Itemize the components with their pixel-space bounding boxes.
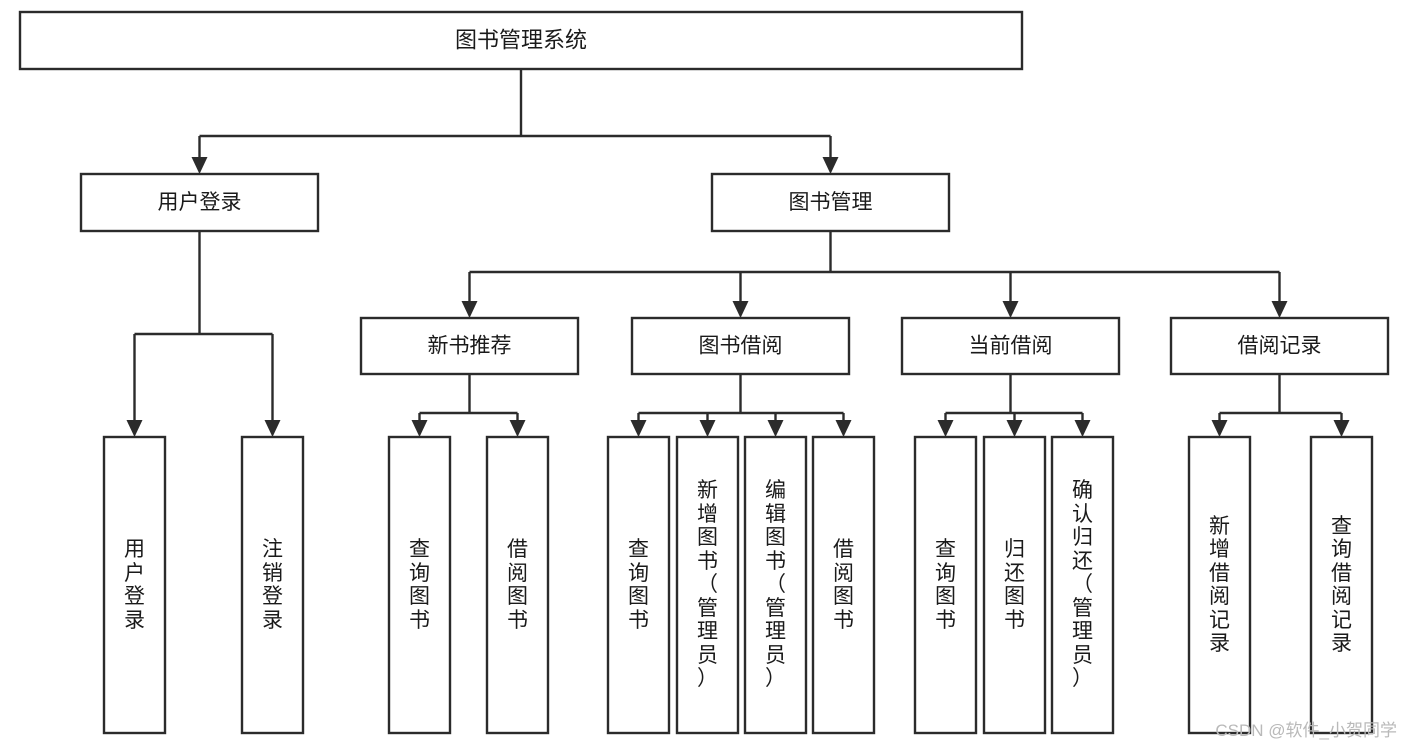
node-box-leaf-query-record[interactable] — [1309, 435, 1374, 735]
node-box-leaf-user-logout[interactable] — [240, 435, 305, 735]
node-box-leaf-query-book-1[interactable] — [387, 435, 452, 735]
node-label-borrow-record: 借阅记录 — [1238, 335, 1322, 358]
arrow-head-icon-leaf-query-record — [1333, 420, 1350, 437]
node-box-new-book-rec[interactable] — [359, 316, 580, 376]
node-box-leaf-return-book[interactable] — [982, 435, 1047, 735]
node-label-root: 图书管理系统 — [455, 27, 587, 52]
node-box-leaf-user-login[interactable] — [102, 435, 167, 735]
arrow-head-icon-leaf-user-login — [126, 420, 143, 437]
node-box-leaf-add-book[interactable] — [675, 435, 740, 735]
arrow-head-icon-user-login — [191, 157, 208, 174]
node-label-new-book-rec: 新书推荐 — [428, 335, 512, 358]
arrow-head-icon-book-manage — [822, 157, 839, 174]
node-box-root[interactable] — [18, 10, 1024, 71]
node-box-book-manage[interactable] — [710, 172, 951, 233]
arrow-head-icon-leaf-confirm-return — [1074, 420, 1091, 437]
arrow-head-icon-borrow-record — [1271, 301, 1288, 318]
node-box-borrow-record[interactable] — [1169, 316, 1390, 376]
arrow-head-icon-new-book-rec — [461, 301, 478, 318]
node-box-leaf-add-record[interactable] — [1187, 435, 1252, 735]
node-box-leaf-borrow-book-2[interactable] — [811, 435, 876, 735]
arrow-head-icon-leaf-borrow-book-1 — [509, 420, 526, 437]
node-label-user-login: 用户登录 — [158, 191, 242, 214]
node-label-book-manage: 图书管理 — [789, 191, 873, 214]
node-label-current-borrow: 当前借阅 — [969, 335, 1053, 358]
arrow-head-icon-leaf-add-record — [1211, 420, 1228, 437]
node-label-book-borrow: 图书借阅 — [699, 335, 783, 358]
arrow-head-icon-book-borrow — [732, 301, 749, 318]
node-box-leaf-borrow-book-1[interactable] — [485, 435, 550, 735]
arrow-head-icon-leaf-query-book-1 — [411, 420, 428, 437]
arrow-head-icon-leaf-add-book — [699, 420, 716, 437]
boxes-layer — [18, 10, 1390, 735]
node-box-book-borrow[interactable] — [630, 316, 851, 376]
node-box-current-borrow[interactable] — [900, 316, 1121, 376]
node-box-user-login[interactable] — [79, 172, 320, 233]
arrow-head-icon-leaf-edit-book — [767, 420, 784, 437]
arrow-head-icon-leaf-user-logout — [264, 420, 281, 437]
watermark-text: CSDN @软件_小贺同学 — [1215, 721, 1397, 740]
arrow-head-icon-leaf-borrow-book-2 — [835, 420, 852, 437]
node-box-leaf-query-book-2[interactable] — [606, 435, 671, 735]
arrow-head-icon-leaf-return-book — [1006, 420, 1023, 437]
node-box-leaf-confirm-return[interactable] — [1050, 435, 1115, 735]
connectors-layer — [126, 69, 1350, 437]
node-box-leaf-query-book-3[interactable] — [913, 435, 978, 735]
arrow-head-icon-leaf-query-book-2 — [630, 420, 647, 437]
arrow-head-icon-current-borrow — [1002, 301, 1019, 318]
arrow-head-icon-leaf-query-book-3 — [937, 420, 954, 437]
node-box-leaf-edit-book[interactable] — [743, 435, 808, 735]
